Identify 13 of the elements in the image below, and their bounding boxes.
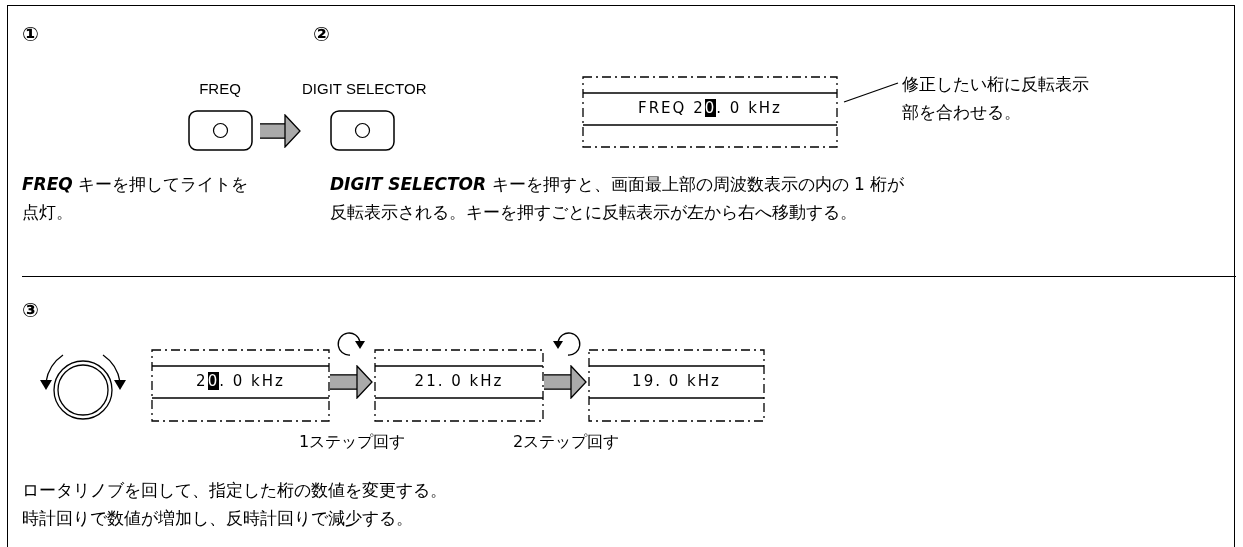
step-number: ① — [22, 21, 39, 48]
callout-text: 修正したい桁に反転表示部を合わせる。 — [902, 73, 1090, 124]
display-readout: 19. 0 kHz — [631, 372, 722, 390]
instruction-text: 時計回りで数値が増加し、反時計回りで減少する。 — [22, 507, 414, 530]
instruction-text: DIGIT SELECTOR キーを押すと、画面最上部の周波数表示の内の 1 桁が反転表示される。キーを押すごとに反転表示が左から右へ移動する。 — [330, 173, 906, 224]
edge-label: 2ステップ回す — [511, 431, 621, 453]
leader-line — [843, 82, 899, 103]
edge-label: 1ステップ回す — [297, 431, 407, 453]
key-label: FREQ — [198, 80, 242, 97]
instruction-text: FREQ キーを押してライトを点灯。 — [22, 173, 250, 224]
instruction-text: ロータリノブを回して、指定した桁の数値を変更する。 — [22, 479, 448, 502]
step-number: ② — [313, 21, 330, 48]
step-number: ③ — [22, 297, 39, 324]
